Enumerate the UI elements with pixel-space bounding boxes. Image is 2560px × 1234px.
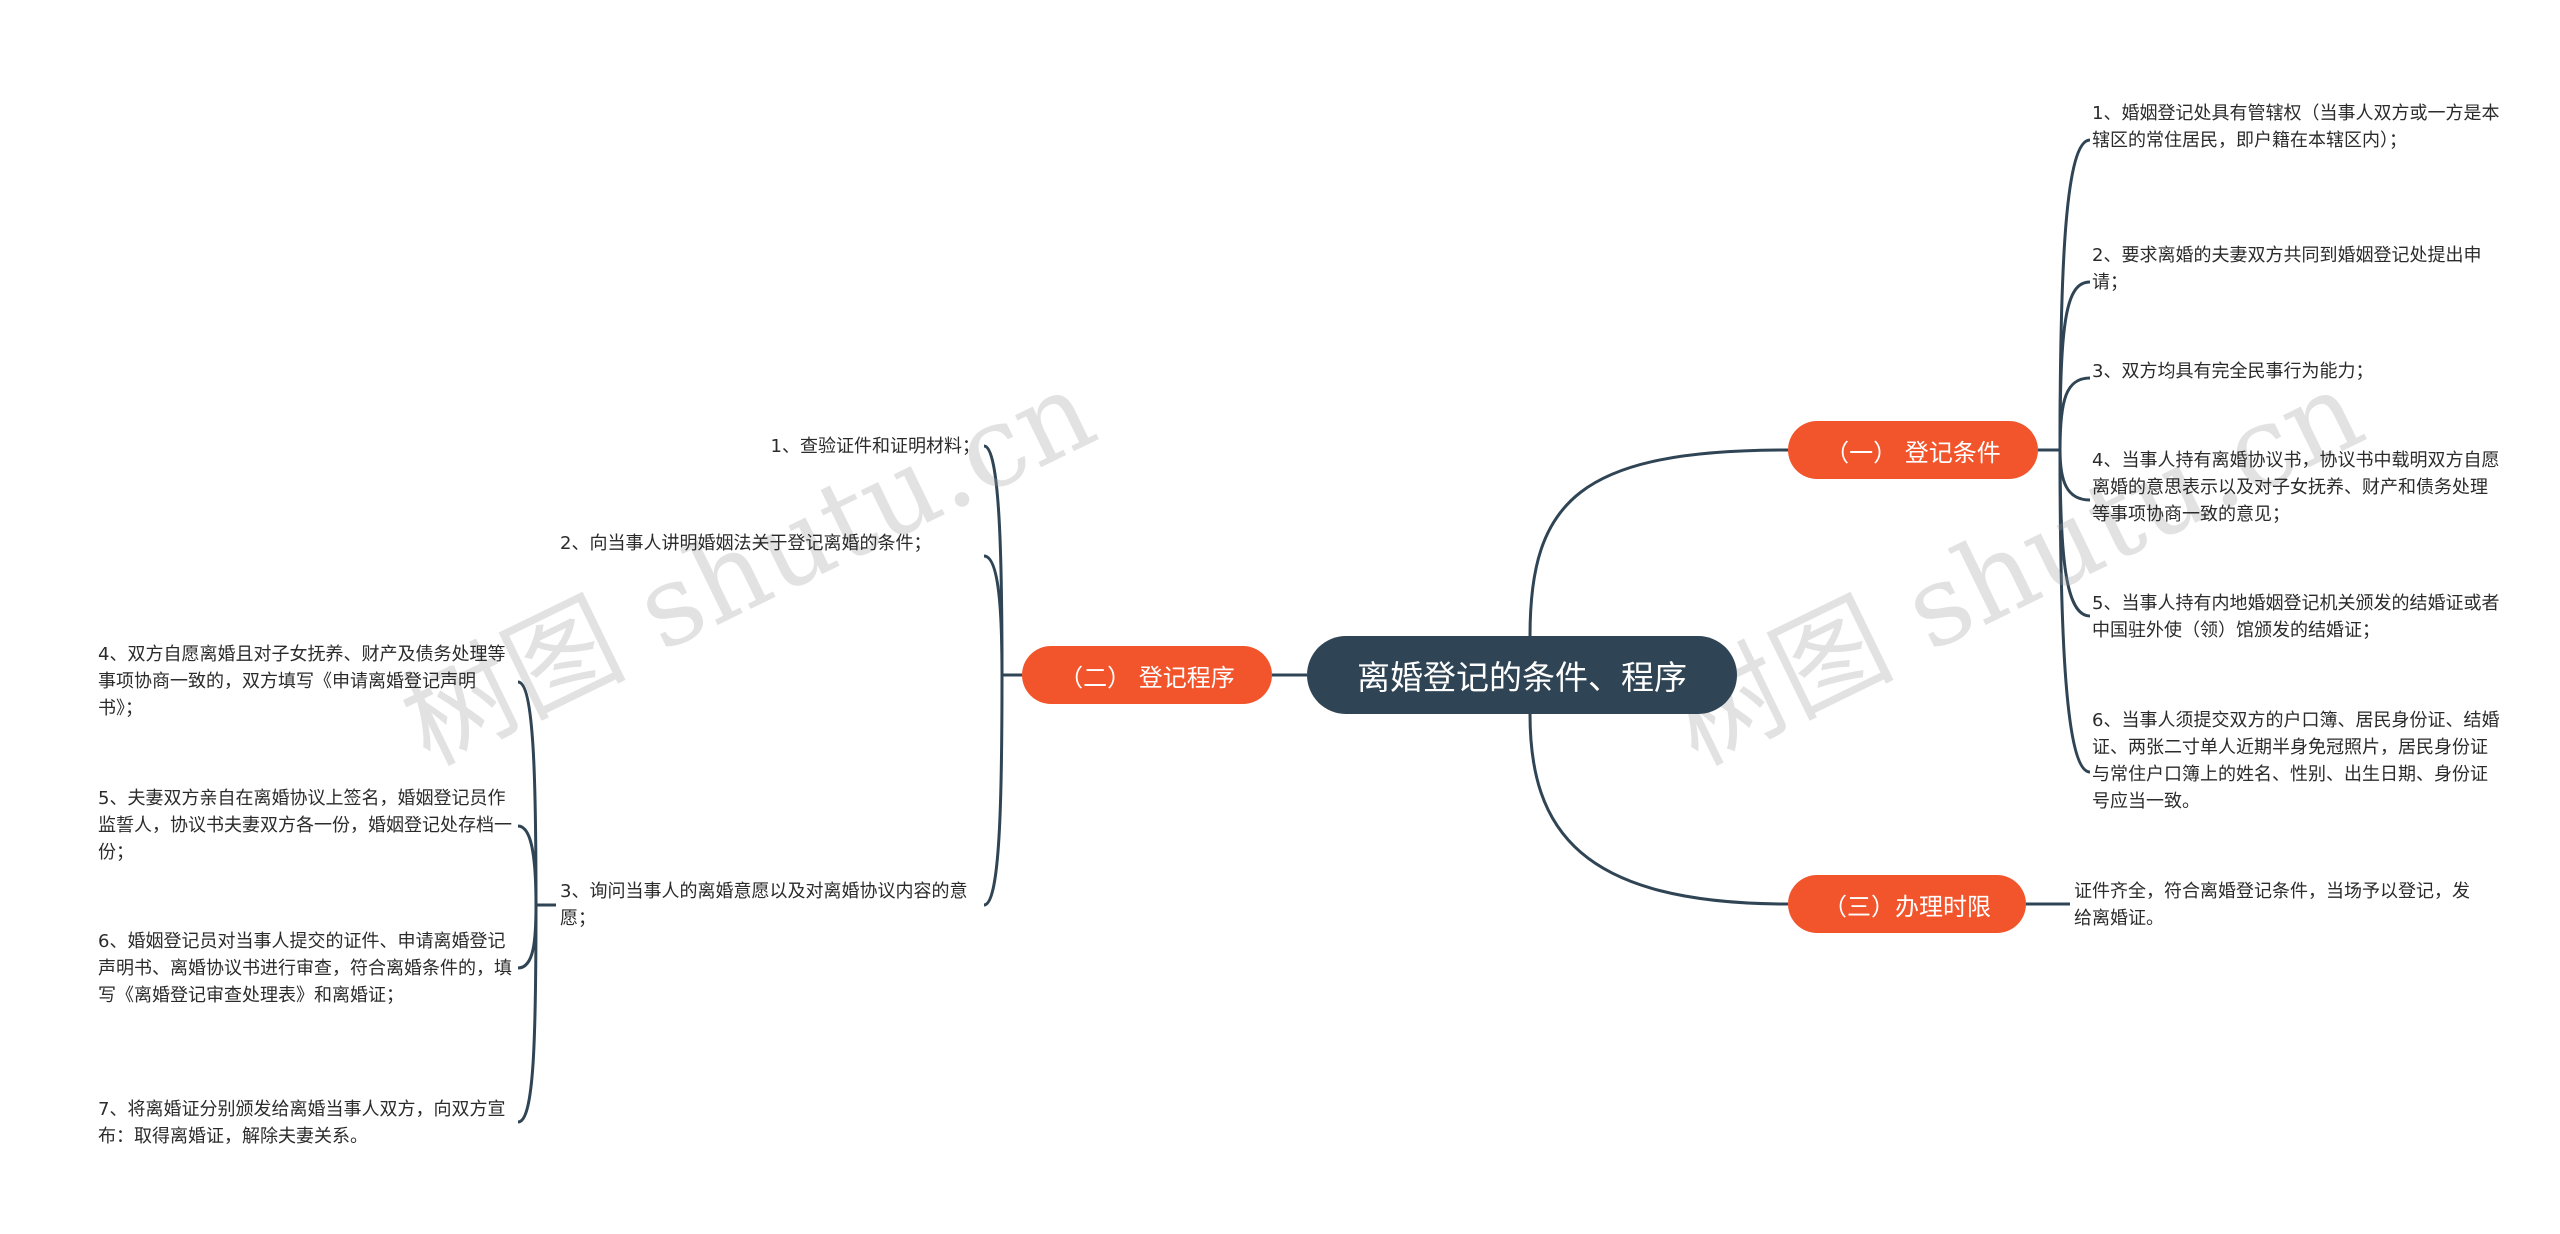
procedure-subitem-5[interactable]: 5、夫妻双方亲自在离婚协议上签名，婚姻登记员作监誓人，协议书夫妻双方各一份，婚姻… [98,788,512,863]
time-limit-item-1[interactable]: 证件齐全，符合离婚登记条件，当场予以登记，发给离婚证。 [2074,881,2470,929]
procedure-subitem-7[interactable]: 7、将离婚证分别颁发给离婚当事人双方，向双方宣布：取得离婚证，解除夫妻关系。 [98,1099,506,1147]
branch-registration-conditions[interactable]: （一） 登记条件 [1788,421,2038,479]
condition-item-1[interactable]: 1、婚姻登记处具有管辖权（当事人双方或一方是本辖区的常住居民，即户籍在本辖区内）… [2092,103,2500,151]
condition-item-2[interactable]: 2、要求离婚的夫妻双方共同到婚姻登记处提出申请； [2092,245,2482,293]
procedure-subitem-6[interactable]: 6、婚姻登记员对当事人提交的证件、申请离婚登记声明书、离婚协议书进行审查，符合离… [98,931,512,1006]
condition-item-6[interactable]: 6、当事人须提交双方的户口簿、居民身份证、结婚证、两张二寸单人近期半身免冠照片，… [2092,710,2500,812]
root-topic[interactable]: 离婚登记的条件、程序 [1307,636,1737,714]
condition-item-4[interactable]: 4、当事人持有离婚协议书，协议书中载明双方自愿离婚的意思表示以及对子女抚养、财产… [2092,450,2500,525]
procedure-item-3[interactable]: 3、询问当事人的离婚意愿以及对离婚协议内容的意愿； [560,881,968,929]
procedure-subitem-4[interactable]: 4、双方自愿离婚且对子女抚养、财产及债务处理等事项协商一致的，双方填写《申请离婚… [98,644,506,719]
branch-registration-procedure[interactable]: （二） 登记程序 [1022,646,1272,704]
branch-time-limit[interactable]: （三）办理时限 [1788,875,2026,933]
condition-item-3[interactable]: 3、双方均具有完全民事行为能力； [2092,361,2374,382]
procedure-item-2[interactable]: 2、向当事人讲明婚姻法关于登记离婚的条件； [560,533,932,554]
procedure-item-1[interactable]: 1、查验证件和证明材料； [770,436,980,457]
condition-item-5[interactable]: 5、当事人持有内地婚姻登记机关颁发的结婚证或者中国驻外使（领）馆颁发的结婚证； [2092,593,2500,641]
